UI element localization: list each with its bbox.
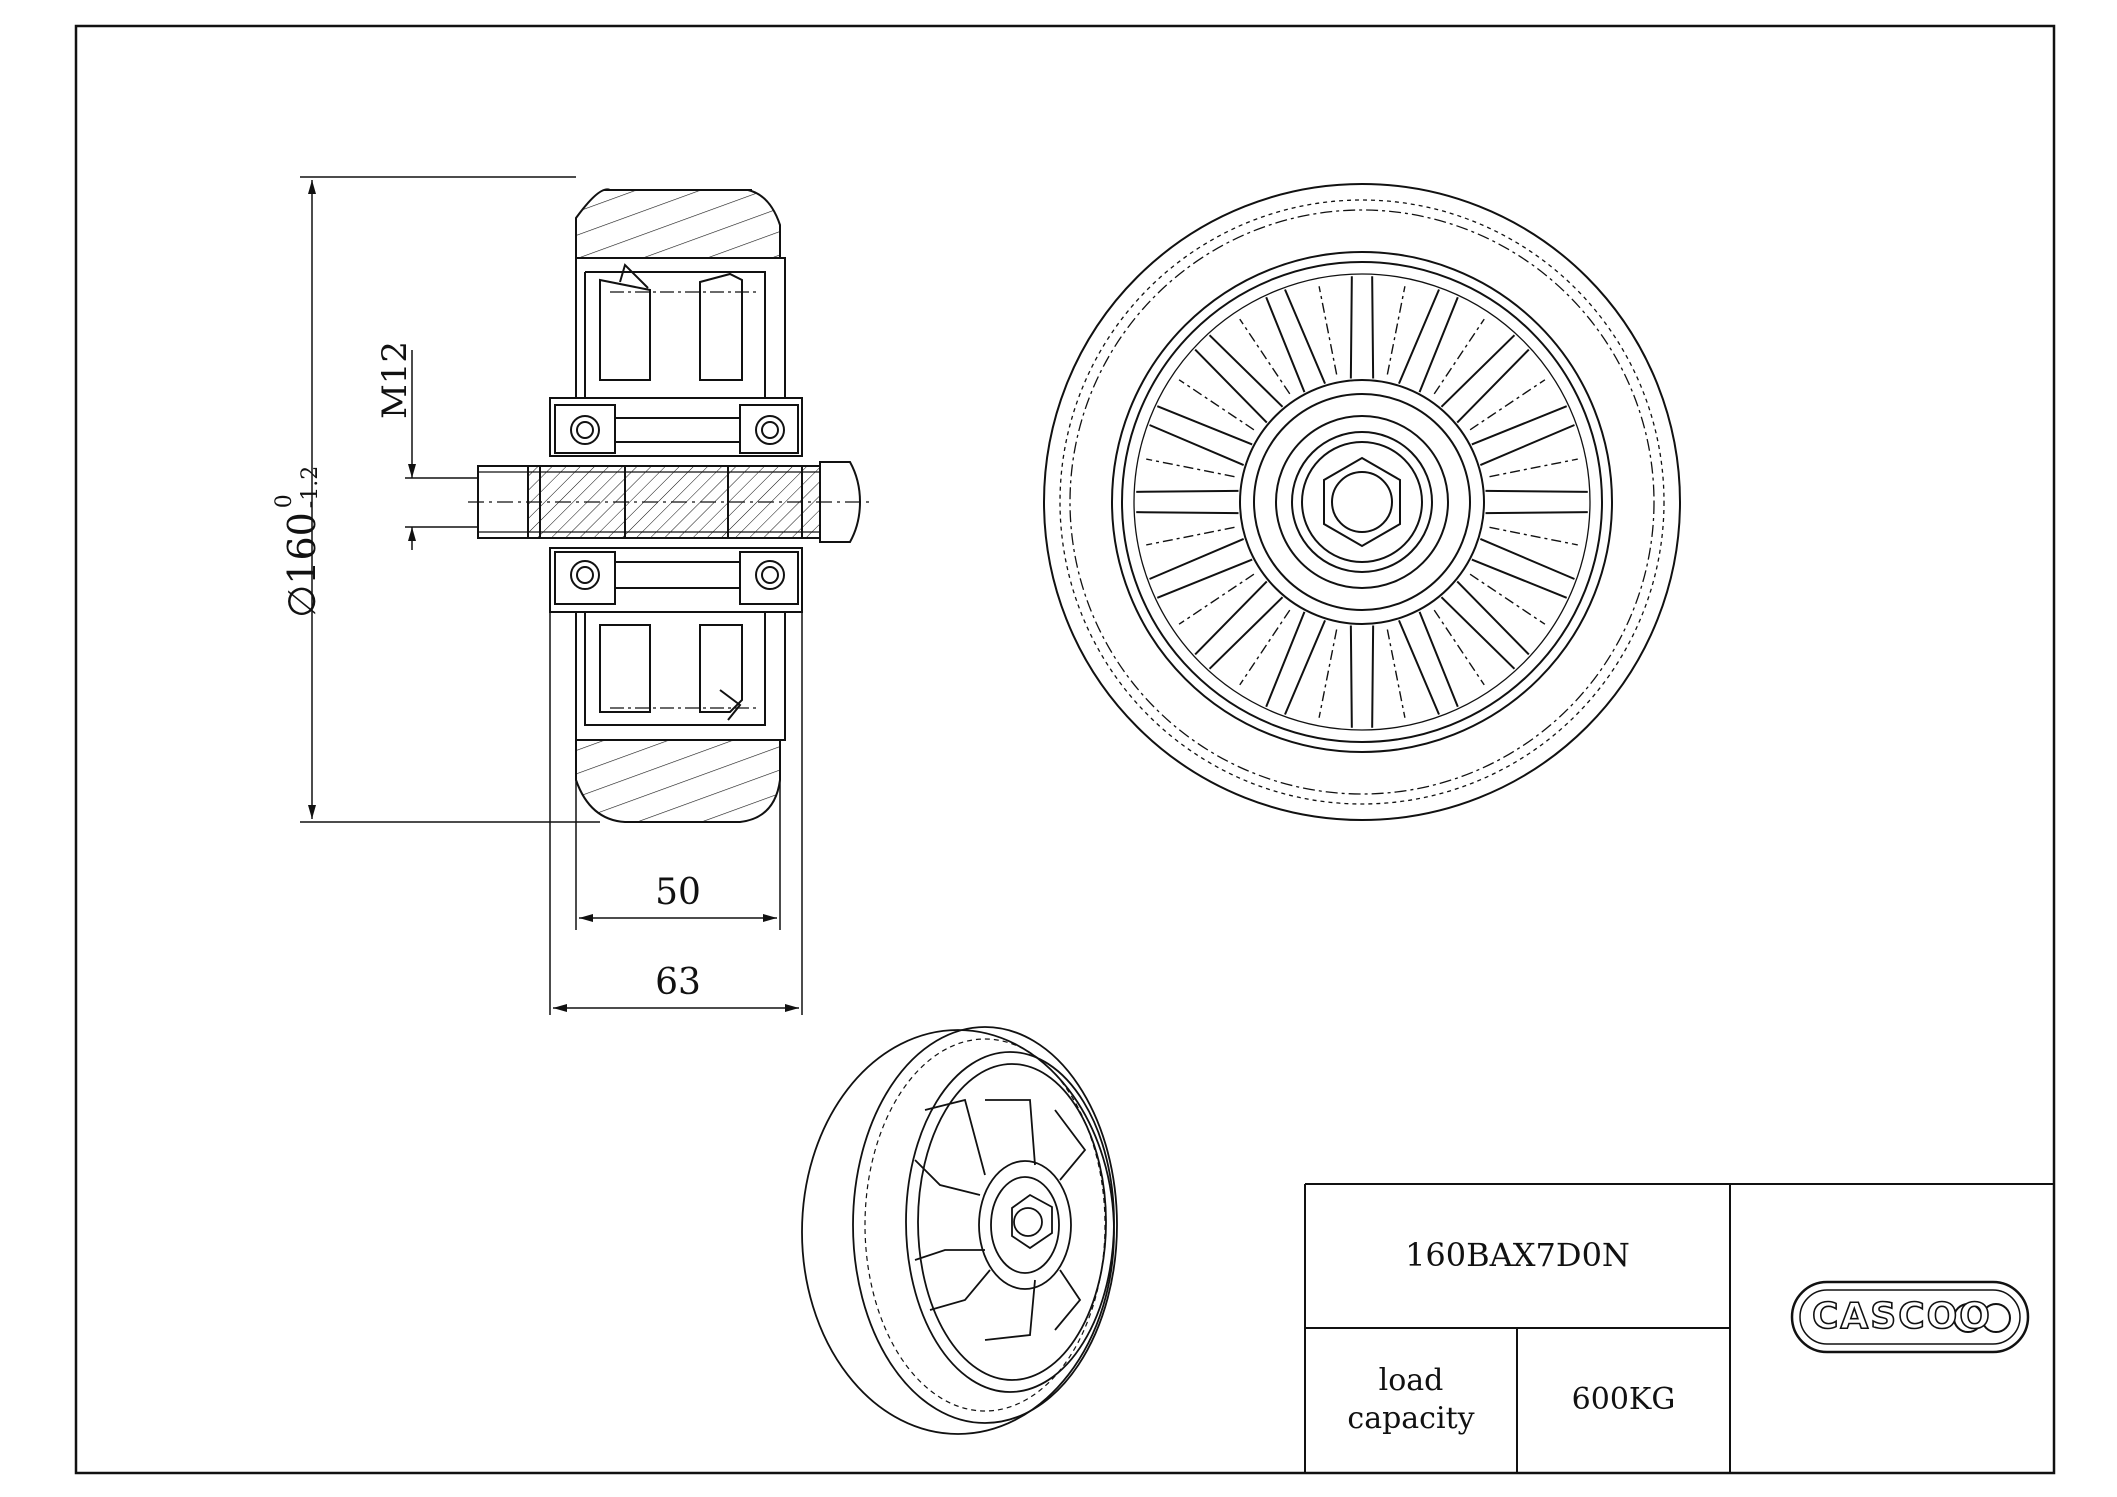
- spoke-centerline: [1146, 526, 1235, 546]
- spoke-centerline: [1239, 318, 1291, 395]
- spoke-centerline: [1469, 379, 1546, 431]
- spoke: [1440, 334, 1530, 424]
- diameter-symbol: ∅: [280, 584, 324, 618]
- hub-outer: [1239, 379, 1485, 625]
- spoke-centerline: [1469, 573, 1546, 625]
- spoke-centerline: [1318, 286, 1338, 375]
- spoke: [1194, 580, 1284, 670]
- spoke-centerline: [1146, 458, 1235, 478]
- title-block: [1304, 1183, 2054, 1473]
- drawing-border: [74, 24, 2056, 1475]
- dimension-lines: [300, 176, 803, 1015]
- load-label: load capacity: [1305, 1362, 1517, 1438]
- spoke: [1349, 276, 1375, 379]
- spoke-centerline: [1489, 526, 1578, 546]
- section-view: [468, 188, 870, 823]
- spoke: [1485, 489, 1588, 515]
- rim-outer: [1111, 251, 1613, 753]
- hex-nut: [1323, 456, 1401, 548]
- spoke-centerline: [1178, 379, 1255, 431]
- spoke: [1265, 611, 1326, 715]
- spoke-centerline: [1239, 609, 1291, 686]
- diameter-label: ∅160 0-1.2: [272, 425, 350, 645]
- tyre-section-bottom: [575, 739, 781, 823]
- spoke: [1471, 538, 1575, 599]
- logo-text: CASCOO: [1811, 1295, 1992, 1338]
- part-number: 160BAX7D0N: [1405, 1236, 1630, 1274]
- diameter-value: 160: [280, 512, 324, 585]
- spoke: [1194, 334, 1284, 424]
- iso-view: [801, 1026, 1118, 1435]
- spoke: [1471, 405, 1575, 466]
- spoke-centerline: [1433, 609, 1485, 686]
- spoke-centerline: [1318, 629, 1338, 718]
- spoke: [1136, 489, 1239, 515]
- spoke-centerline: [1178, 573, 1255, 625]
- spokes: [1136, 276, 1588, 728]
- logo-frame: [1790, 1280, 2030, 1354]
- spoke: [1149, 405, 1253, 466]
- hub-housing-top: [549, 397, 803, 457]
- spoke-centerline: [1489, 458, 1578, 478]
- tyre-outer: [1043, 183, 1681, 821]
- load-label-line2: capacity: [1347, 1401, 1475, 1436]
- spoke: [1398, 289, 1459, 393]
- front-view: [1043, 183, 1681, 821]
- spoke: [1265, 289, 1326, 393]
- spoke-centerline: [1386, 286, 1406, 375]
- diameter-tol-lower: -1.2: [298, 465, 323, 509]
- hub-width-label: 63: [655, 962, 701, 1003]
- spoke-centerline: [1386, 629, 1406, 718]
- load-label-line1: load: [1378, 1363, 1444, 1398]
- load-value: 600KG: [1571, 1382, 1676, 1417]
- bearing-ball: [570, 415, 600, 445]
- tread-width-label: 50: [655, 872, 701, 913]
- thread-label: M12: [375, 340, 415, 420]
- spoke: [1398, 611, 1459, 715]
- spoke: [1349, 625, 1375, 728]
- spoke: [1440, 580, 1530, 670]
- hub-housing-bottom: [549, 547, 803, 613]
- diameter-tol-upper: 0: [272, 494, 297, 509]
- tyre-section-top: [575, 188, 781, 259]
- spoke-centerline: [1433, 318, 1485, 395]
- spoke: [1149, 538, 1253, 599]
